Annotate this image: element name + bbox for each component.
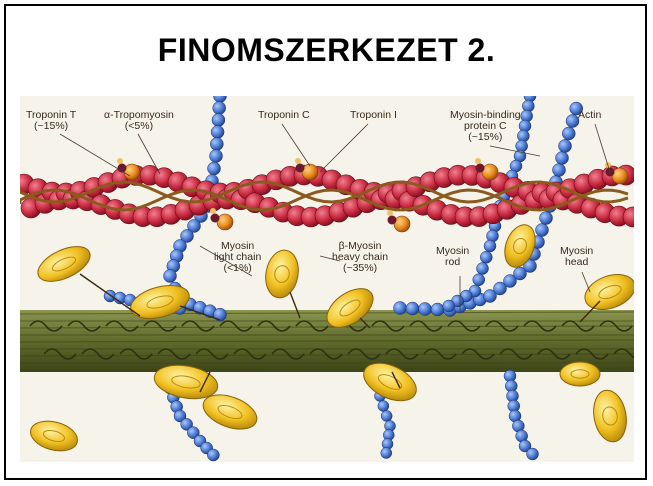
myosin-binding-protein-strands bbox=[104, 96, 583, 461]
sarcomere-illustration: Troponin T(~15%) α-Tropomyosin(<5%) Trop… bbox=[20, 96, 634, 462]
label-troponin-i: Troponin I bbox=[350, 110, 397, 121]
slide-title: FINOMSZERKEZET 2. bbox=[0, 32, 653, 69]
blue-bead bbox=[213, 102, 226, 115]
blue-bead bbox=[214, 308, 227, 321]
myosin-head-ellipse bbox=[262, 248, 302, 301]
blue-bead bbox=[210, 138, 223, 151]
troponin-t-bead bbox=[387, 210, 393, 216]
blue-bead bbox=[381, 448, 392, 459]
blue-bead bbox=[207, 449, 219, 461]
myosin-head-ellipse bbox=[580, 268, 634, 316]
blue-bead bbox=[406, 302, 419, 315]
blue-bead bbox=[443, 300, 455, 312]
blue-bead bbox=[562, 127, 575, 140]
label-actin: Actin bbox=[578, 110, 601, 121]
troponin-t-bead bbox=[295, 158, 301, 164]
blue-bead bbox=[208, 162, 221, 175]
troponin-t-bead bbox=[210, 208, 216, 214]
label-tropomyosin: α-Tropomyosin(<5%) bbox=[104, 110, 174, 132]
blue-bead bbox=[553, 164, 566, 177]
label-myosin-rod: Myosinrod bbox=[436, 246, 469, 268]
leader-line bbox=[60, 134, 130, 176]
troponin-i-bead bbox=[211, 214, 220, 223]
myosin-head-ellipse bbox=[560, 362, 600, 386]
blue-bead bbox=[536, 224, 549, 237]
myosin-head-ellipse bbox=[27, 416, 81, 455]
troponin-i-bead bbox=[388, 216, 397, 225]
leader-line bbox=[320, 124, 368, 172]
blue-bead bbox=[556, 152, 569, 165]
troponin-c-bead bbox=[217, 214, 233, 230]
blue-bead bbox=[540, 212, 553, 225]
troponin-c-bead bbox=[612, 168, 628, 184]
blue-bead bbox=[211, 126, 224, 139]
blue-bead bbox=[527, 448, 539, 460]
myosin-head-ellipse bbox=[33, 239, 96, 288]
blue-bead bbox=[381, 411, 392, 422]
blue-bead bbox=[473, 274, 485, 286]
troponin-c-bead bbox=[124, 164, 140, 180]
leader-line bbox=[595, 124, 610, 172]
troponin-t-bead bbox=[117, 158, 123, 164]
blue-bead bbox=[484, 240, 496, 252]
blue-bead bbox=[212, 114, 225, 127]
troponin-c-bead bbox=[302, 164, 318, 180]
sarcomere-artwork bbox=[20, 96, 634, 462]
troponin-c-bead bbox=[482, 164, 498, 180]
leader-line bbox=[582, 272, 590, 292]
blue-bead bbox=[431, 303, 444, 316]
troponin-c-bead bbox=[394, 216, 410, 232]
blue-bead bbox=[559, 140, 572, 153]
troponin-t-bead bbox=[475, 158, 481, 164]
blue-bead bbox=[419, 303, 432, 316]
blue-bead bbox=[210, 150, 223, 163]
blue-bead bbox=[480, 251, 492, 263]
blue-bead bbox=[378, 401, 389, 412]
myosin-head-ellipse bbox=[590, 388, 631, 445]
troponin-i-bead bbox=[296, 164, 305, 173]
troponin-i-bead bbox=[476, 164, 485, 173]
blue-bead bbox=[394, 302, 407, 315]
blue-bead bbox=[164, 270, 177, 283]
blue-bead bbox=[477, 263, 489, 275]
label-troponin-t: Troponin T(~15%) bbox=[26, 110, 76, 132]
label-troponin-c: Troponin C bbox=[258, 110, 310, 121]
